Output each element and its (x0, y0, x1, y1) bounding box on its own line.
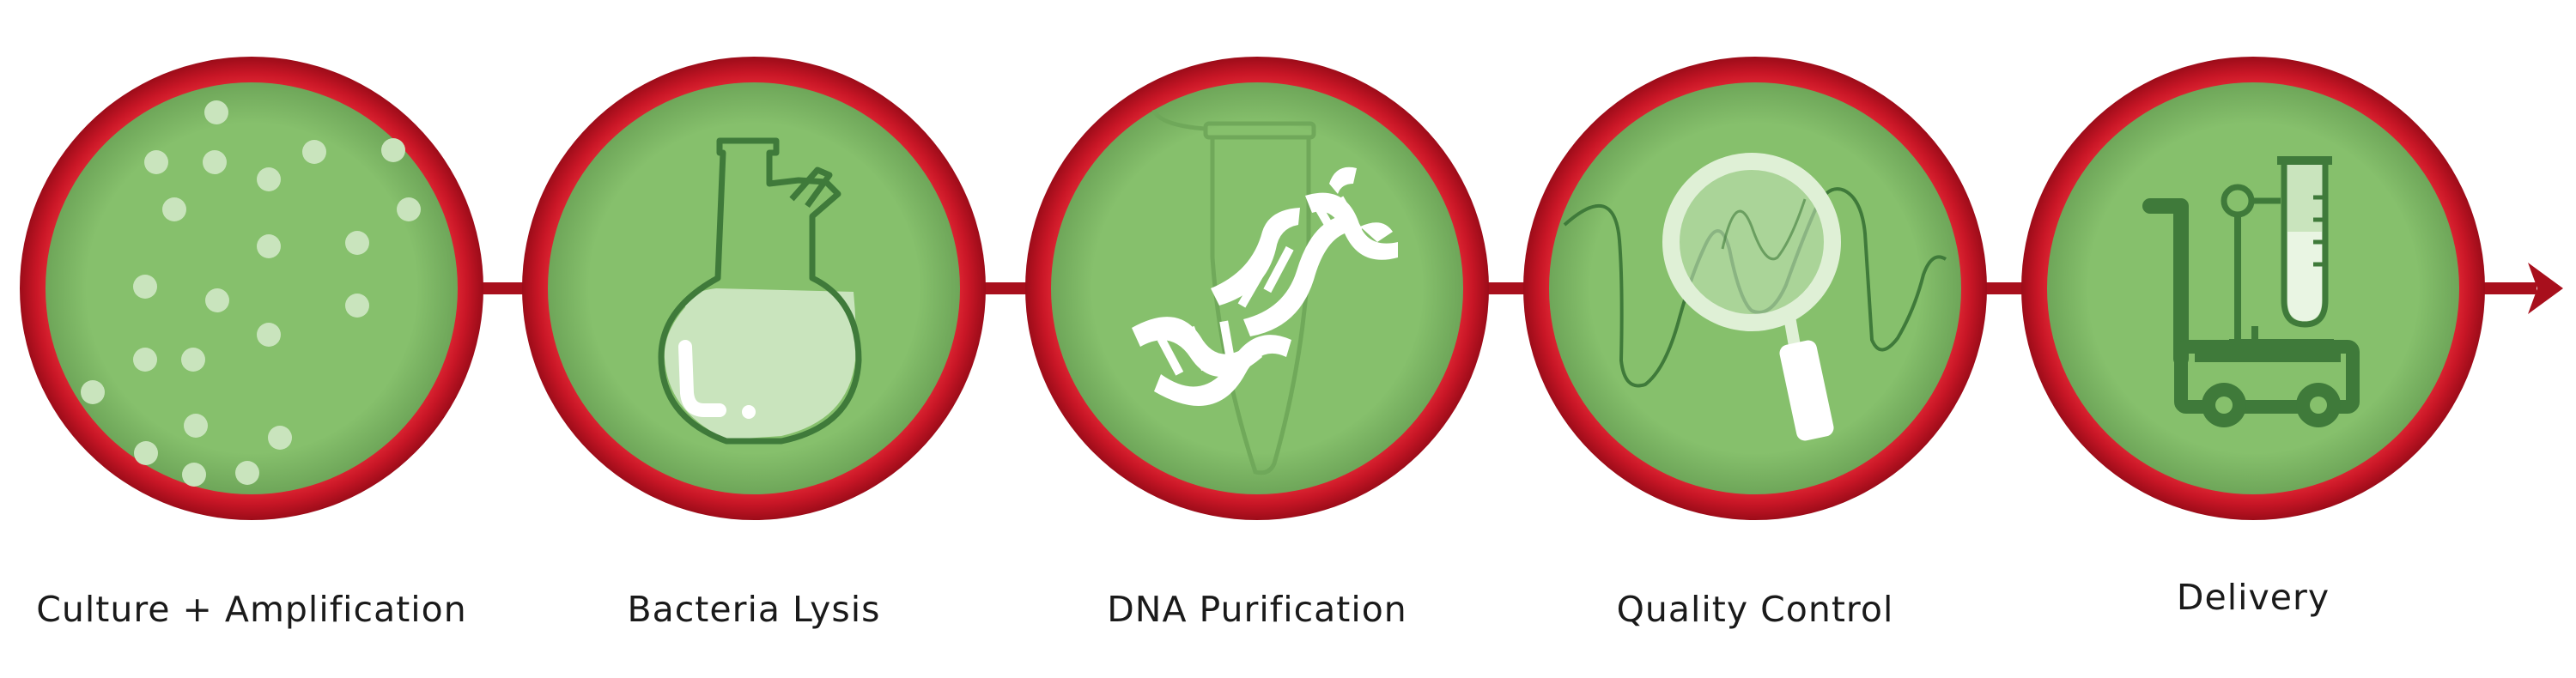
step-circle-dna (1025, 57, 1489, 520)
connector-lines (472, 263, 2563, 314)
step-circle-lysis (522, 57, 986, 520)
step-circle-quality (1523, 57, 1987, 520)
arrow-head-icon (2528, 263, 2563, 314)
bacteria-dots-icon (81, 100, 421, 487)
step-label-quality: Quality Control (1616, 589, 1894, 630)
connector-2-3 (975, 282, 1036, 294)
step-label-dna: DNA Purification (1107, 589, 1407, 630)
dna-helix-icon (1132, 166, 1398, 406)
step-circle-delivery (2021, 57, 2485, 520)
connector-1-2 (472, 282, 532, 294)
step-circle-culture (20, 57, 483, 520)
flask-icon (658, 137, 862, 445)
connector-3-4 (1479, 282, 1534, 294)
step-label-delivery: Delivery (2176, 577, 2330, 618)
magnifier-icon (1662, 153, 1841, 441)
tube-outline-icon (1151, 108, 1316, 475)
connector-end (2476, 282, 2537, 294)
step-label-lysis: Bacteria Lysis (627, 589, 881, 630)
cart-test-tube-icon (2142, 156, 2360, 427)
step-label-culture: Culture + Amplification (36, 589, 467, 630)
connector-4-5 (1977, 282, 2032, 294)
